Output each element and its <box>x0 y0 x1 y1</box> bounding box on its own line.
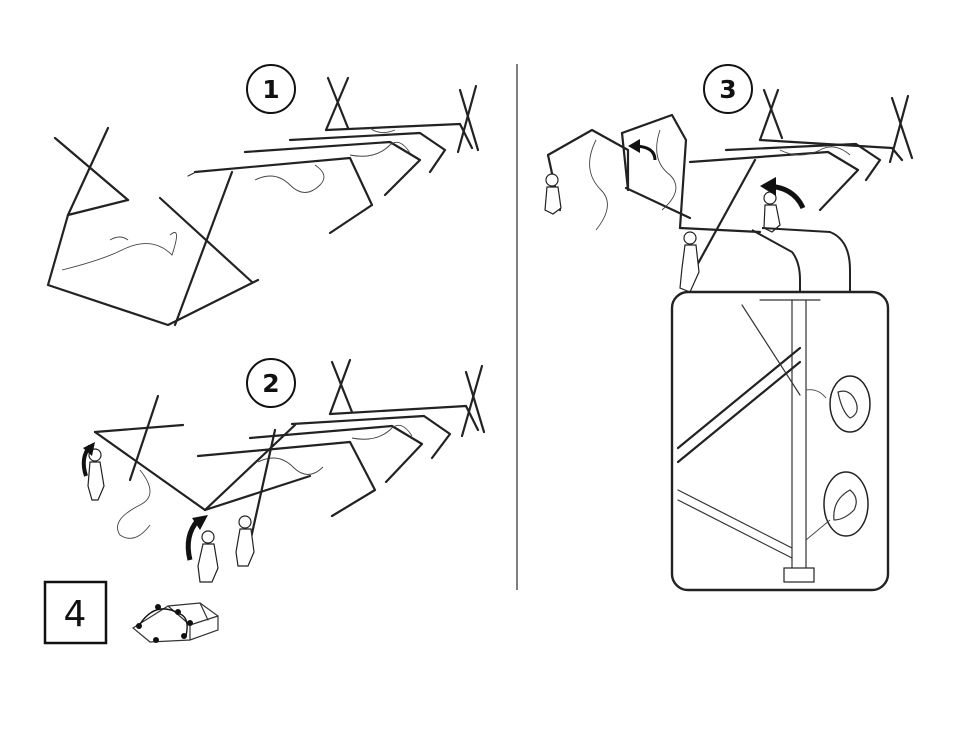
person-figure <box>764 192 780 232</box>
detail-zoom-lower <box>824 472 868 536</box>
step-3-frame-illustration <box>545 90 912 292</box>
person-figure <box>88 449 104 500</box>
person-figure <box>236 516 254 566</box>
person-figure <box>545 174 561 214</box>
fold-dot <box>136 623 142 629</box>
fold-dot <box>153 637 159 643</box>
folded-tent-icon <box>133 603 218 643</box>
step-4-panel: 4 <box>45 582 218 643</box>
person-figure <box>680 232 699 292</box>
fold-dot <box>181 633 187 639</box>
step-1-frame-illustration <box>48 78 478 325</box>
lift-arrow <box>188 520 198 560</box>
step-3-panel: 3 <box>545 65 912 590</box>
fold-dot <box>187 620 193 626</box>
step-1-number: 1 <box>262 75 279 104</box>
step-3-detail-callout <box>672 228 888 590</box>
push-arrow-head <box>628 139 640 153</box>
fold-dot <box>155 604 161 610</box>
step-4-number: 4 <box>64 594 87 635</box>
detail-zoom-upper <box>830 376 870 432</box>
step-2-panel: 2 <box>83 359 484 582</box>
step-1-panel: 1 <box>48 65 478 325</box>
person-figure <box>198 531 218 582</box>
step-3-number: 3 <box>719 75 736 104</box>
callout-connector <box>752 228 850 294</box>
fold-dot <box>175 609 181 615</box>
step-2-number: 2 <box>262 369 279 398</box>
